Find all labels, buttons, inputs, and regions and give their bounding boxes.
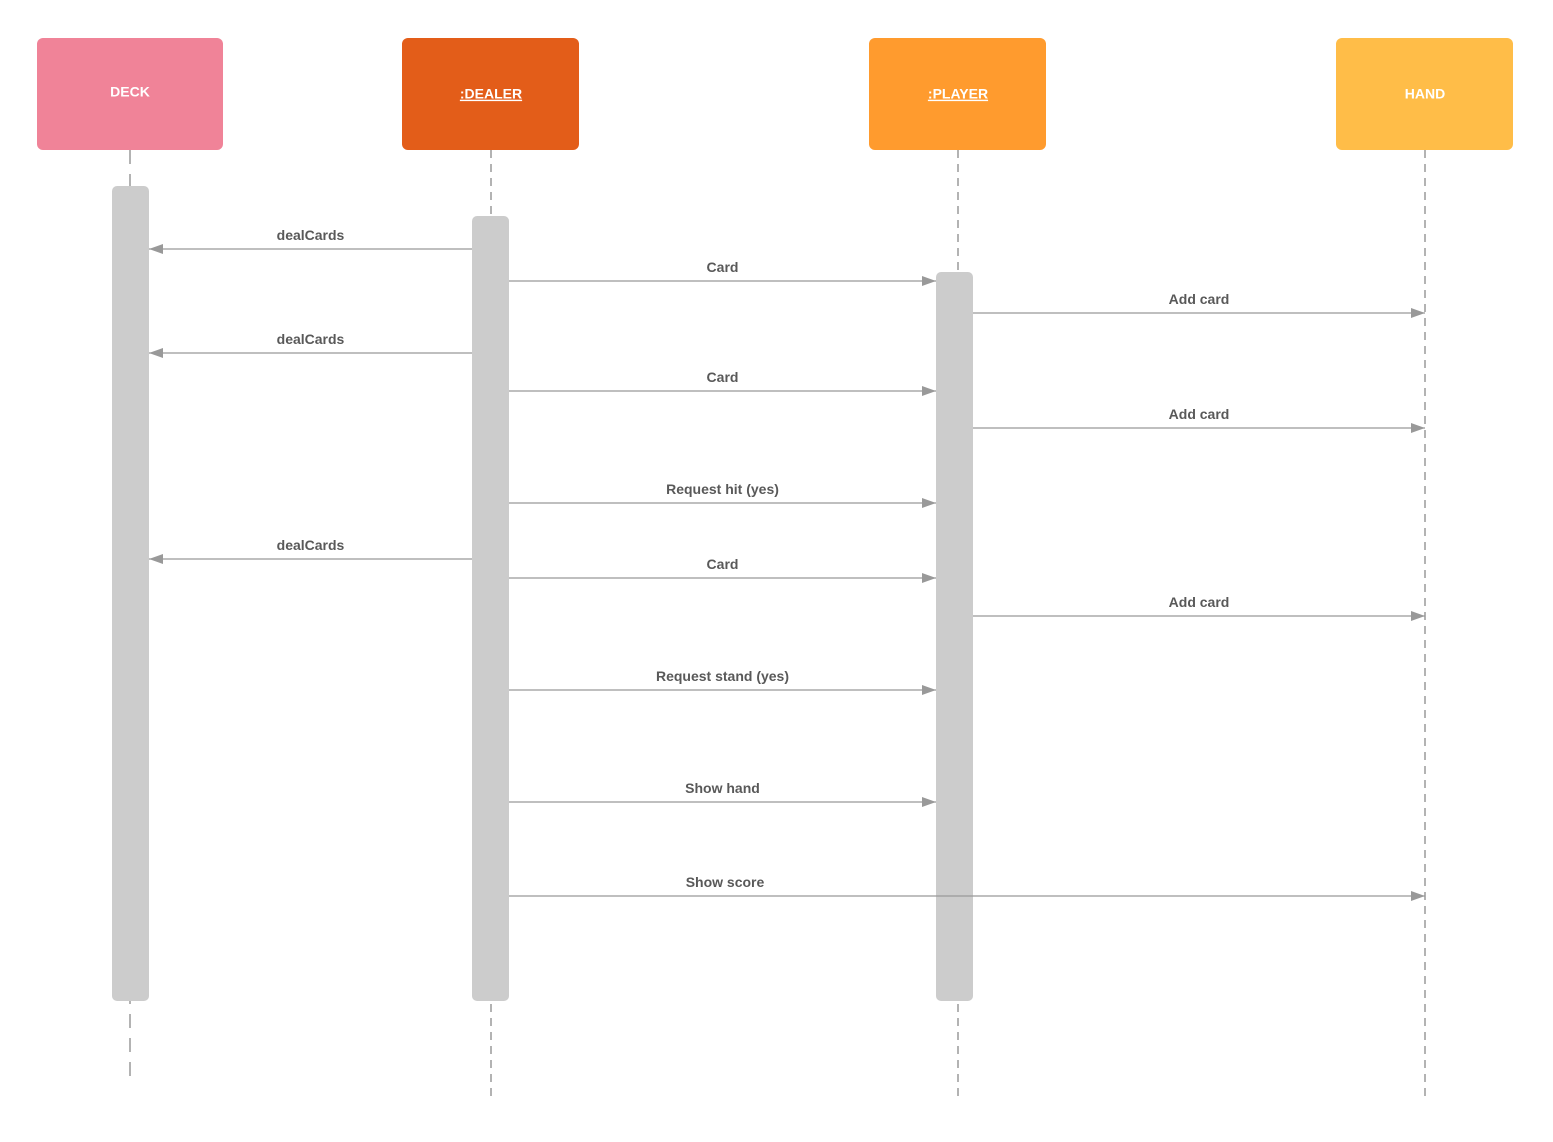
activation-bar-deck: [112, 186, 149, 1001]
message-label: dealCards: [277, 537, 345, 553]
message-10[interactable]: Add card: [973, 594, 1425, 621]
message-1[interactable]: dealCards: [149, 227, 472, 254]
message-6[interactable]: Add card: [973, 406, 1425, 433]
actor-label-player: :PLAYER: [928, 86, 988, 102]
message-label: Add card: [1169, 406, 1230, 422]
message-4[interactable]: dealCards: [149, 331, 472, 358]
message-label: Card: [707, 369, 739, 385]
message-5[interactable]: Card: [509, 369, 936, 396]
actor-dealer[interactable]: :DEALER: [402, 38, 579, 150]
actor-box-dealer: [402, 38, 579, 150]
actor-player[interactable]: :PLAYER: [869, 38, 1046, 150]
actor-label-hand: HAND: [1405, 86, 1445, 102]
message-11[interactable]: Request stand (yes): [509, 668, 936, 695]
activation-bar-dealer: [472, 216, 509, 1001]
message-label: dealCards: [277, 331, 345, 347]
message-label: Show hand: [685, 780, 760, 796]
message-label: Card: [707, 556, 739, 572]
actor-label-deck: DECK: [110, 84, 150, 100]
actor-box-hand: [1336, 38, 1513, 150]
message-9[interactable]: Card: [509, 556, 936, 583]
message-label: Request stand (yes): [656, 668, 789, 684]
message-3[interactable]: Add card: [973, 291, 1425, 318]
activation-bar-player: [936, 272, 973, 1001]
message-label: Add card: [1169, 291, 1230, 307]
message-8[interactable]: dealCards: [149, 537, 472, 564]
message-label: dealCards: [277, 227, 345, 243]
actor-deck[interactable]: DECK: [37, 38, 223, 150]
message-label: Request hit (yes): [666, 481, 779, 497]
message-7[interactable]: Request hit (yes): [509, 481, 936, 508]
message-label: Show score: [686, 874, 765, 890]
actor-box-player: [869, 38, 1046, 150]
message-12[interactable]: Show hand: [509, 780, 936, 807]
message-13[interactable]: Show score: [509, 874, 1425, 901]
actor-hand[interactable]: HAND: [1336, 38, 1513, 150]
actor-label-dealer: :DEALER: [460, 86, 522, 102]
message-label: Card: [707, 259, 739, 275]
message-label: Add card: [1169, 594, 1230, 610]
message-2[interactable]: Card: [509, 259, 936, 286]
actor-box-deck: [37, 38, 223, 150]
